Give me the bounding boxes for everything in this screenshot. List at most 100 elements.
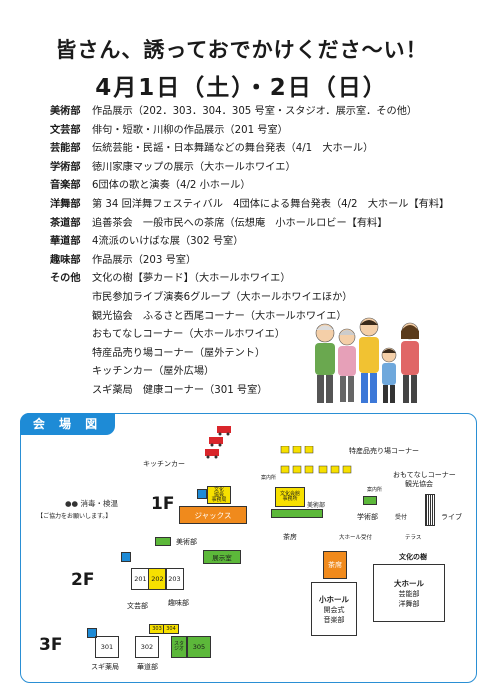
kado-label: 華道部 bbox=[137, 663, 158, 671]
room-302: 302 bbox=[135, 636, 159, 658]
geino-label: 芸能部 bbox=[398, 589, 420, 598]
terrace-label: テラス bbox=[405, 535, 422, 541]
program-row: 学術部徳川家康マップの展示（大ホールホワイエ） bbox=[50, 159, 470, 178]
bijutsu-1f-label: 美術部 bbox=[176, 538, 197, 546]
program-row: 観光協会 ふるさと西尾コーナー（大ホールホワイエ） bbox=[50, 308, 470, 327]
tenji-room: 展示室 bbox=[203, 550, 241, 564]
dept-label bbox=[50, 345, 92, 364]
tent-row bbox=[280, 446, 352, 474]
program-desc: 観光協会 ふるさと西尾コーナー（大ホールホワイエ） bbox=[92, 310, 347, 322]
floor-1f-label: 1F bbox=[151, 494, 175, 514]
dept-label: 茶道部 bbox=[50, 217, 81, 229]
program-row: スギ薬局 健康コーナー（301 号室） bbox=[50, 382, 470, 401]
live-label: ライブ bbox=[441, 513, 462, 521]
program-row: 華道部 4流派のいけばな展（302 号室） bbox=[50, 233, 470, 252]
event-date: 4月1日（土）・2日（日） bbox=[95, 75, 388, 101]
annai-label: 案内所 bbox=[261, 475, 277, 481]
bijutsu-2-label: 美術部 bbox=[307, 502, 326, 509]
program-row: 茶道部追善茶会 一般市民への茶席（伝想庵 小ホールロビー【有料】 bbox=[50, 215, 470, 234]
program-row: 美術部作品展示（202．303．304．305 号室・スタジオ．展示室．その他） bbox=[50, 103, 470, 122]
room-304: 304 bbox=[163, 624, 179, 634]
program-row: おもてなしコーナー（大ホールホワイエ） bbox=[50, 326, 470, 345]
kanko-label: 観光協会 bbox=[405, 480, 433, 488]
cooperation-note: 【ご協力をお願いします。】 bbox=[37, 513, 112, 520]
annai-2-label: 案内所 bbox=[367, 487, 383, 493]
ohall-uketsuke-label: 大ホール受付 bbox=[339, 535, 373, 541]
dept-label bbox=[50, 326, 92, 345]
bungei-label: 文芸部 bbox=[127, 602, 148, 610]
program-row: 市民参加ライブ演奏6グループ（大ホールホワイエほか） bbox=[50, 289, 470, 308]
yobu-label: 洋舞部 bbox=[398, 599, 420, 608]
program-desc: 文化の樹【夢カード】（大ホールホワイエ） bbox=[92, 273, 291, 285]
program-desc: 6団体の歌と演奏（4/2 小ホール） bbox=[92, 180, 251, 192]
entrance-marker bbox=[121, 552, 131, 562]
bunka-kyokai-office: 文化 協会 事務局 bbox=[207, 486, 231, 504]
program-row: 文芸部俳句・短歌・川柳の作品展示（201 号室） bbox=[50, 122, 470, 141]
program-desc: スギ薬局 健康コーナー（301 号室） bbox=[92, 384, 268, 396]
program-desc: 作品展示（202．303．304．305 号室・スタジオ．展示室．その他） bbox=[92, 106, 418, 117]
jaccus-hall: ジャックス bbox=[179, 506, 247, 524]
chaseki-room: 茶席 bbox=[323, 551, 347, 579]
dept-label bbox=[50, 308, 92, 327]
program-row: 特産品売り場コーナー（屋外テント） bbox=[50, 345, 470, 364]
mother-figure bbox=[401, 322, 419, 403]
dept-label: 華道部 bbox=[50, 236, 81, 248]
dept-label: 音楽部 bbox=[50, 180, 81, 192]
sugi-label: スギ薬局 bbox=[91, 663, 119, 671]
dept-label: 文芸部 bbox=[50, 124, 81, 136]
program-row: 洋舞部第 34 回洋舞フェスティバル 4団体による舞台発表（4/2 大ホール【有… bbox=[50, 196, 470, 215]
program-desc: おもてなしコーナー（大ホールホワイエ） bbox=[92, 329, 286, 341]
program-row: その他文化の樹【夢カード】（大ホールホワイエ） bbox=[50, 270, 470, 289]
entrance-marker bbox=[87, 628, 97, 638]
page-title: 皆さん、誘っておでかけくださ〜い！ bbox=[55, 38, 428, 62]
grandfather-figure bbox=[315, 323, 335, 403]
grandmother-figure bbox=[338, 328, 356, 402]
program-desc: 伝統芸能・民謡・日本舞踊などの舞台発表（4/1 大ホール） bbox=[92, 143, 374, 155]
program-desc: 俳句・短歌・川柳の作品展示（201 号室） bbox=[92, 124, 288, 136]
kitchen-car-label: キッチンカー bbox=[143, 460, 185, 468]
dept-label bbox=[50, 289, 92, 308]
dept-label: 洋舞部 bbox=[50, 198, 81, 210]
dept-label bbox=[50, 363, 92, 382]
map-heading: 会 場 図 bbox=[20, 413, 115, 435]
dept-label: その他 bbox=[50, 273, 81, 285]
bunka-no-ki-label: 文化の樹 bbox=[399, 553, 427, 561]
program-desc: 徳川家康マップの展示（大ホールホワイエ） bbox=[92, 161, 296, 173]
program-desc: 市民参加ライブ演奏6グループ（大ホールホワイエほか） bbox=[92, 291, 353, 303]
large-hall-label: 大ホール bbox=[394, 578, 424, 588]
program-desc: キッチンカー（屋外広場） bbox=[92, 366, 215, 378]
program-row: キッチンカー（屋外広場） bbox=[50, 363, 470, 382]
bijutsu-area bbox=[271, 509, 323, 518]
room-202: 202 bbox=[148, 568, 167, 590]
venue-map: 会 場 図 キッチンカー ●● 消毒・検温 【ご協力をお願いします。】 1F 文… bbox=[20, 413, 477, 683]
program-desc: 4流派のいけばな展（302 号室） bbox=[92, 236, 244, 248]
program-row: 音楽部 6団体の歌と演奏（4/2 小ホール） bbox=[50, 177, 470, 196]
dept-label: 趣味部 bbox=[50, 254, 81, 266]
shumi-label: 趣味部 bbox=[168, 599, 189, 607]
program-desc: 追善茶会 一般市民への茶席（伝想庵 小ホールロビー【有料】 bbox=[92, 217, 388, 229]
tokusan-label: 特産品売り場コーナー bbox=[349, 447, 419, 455]
room-203: 203 bbox=[165, 568, 184, 590]
bunka-kaikan-office: 文化会館 事務所 bbox=[275, 487, 305, 507]
ongaku-label: 音楽部 bbox=[323, 615, 345, 624]
floor-2f-label: 2F bbox=[71, 570, 95, 590]
dept-label: 学術部 bbox=[50, 161, 81, 173]
omotenashi-label: おもてなしコーナー bbox=[393, 471, 456, 479]
kitchen-car-icon bbox=[205, 426, 231, 459]
stage-area bbox=[425, 494, 435, 526]
program-desc: 特産品売り場コーナー（屋外テント） bbox=[92, 347, 266, 359]
gakujutsu-label: 学術部 bbox=[357, 513, 378, 521]
program-row: 趣味部作品展示（203 号室） bbox=[50, 252, 470, 271]
entrance-marker bbox=[197, 489, 207, 499]
program-list: 美術部作品展示（202．303．304．305 号室・スタジオ．展示室．その他）… bbox=[50, 103, 470, 401]
gakujutsu-marker bbox=[363, 496, 377, 505]
floor-3f-label: 3F bbox=[39, 635, 63, 655]
family-illustration bbox=[315, 317, 419, 403]
child-figure bbox=[381, 347, 397, 403]
uketsuke-label: 受付 bbox=[395, 514, 408, 521]
dept-label: 美術部 bbox=[50, 106, 81, 117]
disinfect-label: ●● 消毒・検温 bbox=[65, 499, 118, 508]
father-figure bbox=[359, 317, 379, 403]
program-desc: 第 34 回洋舞フェスティバル 4団体による舞台発表（4/2 大ホール【有料】 bbox=[92, 198, 450, 210]
program-desc: 作品展示（203 号室） bbox=[92, 254, 197, 266]
